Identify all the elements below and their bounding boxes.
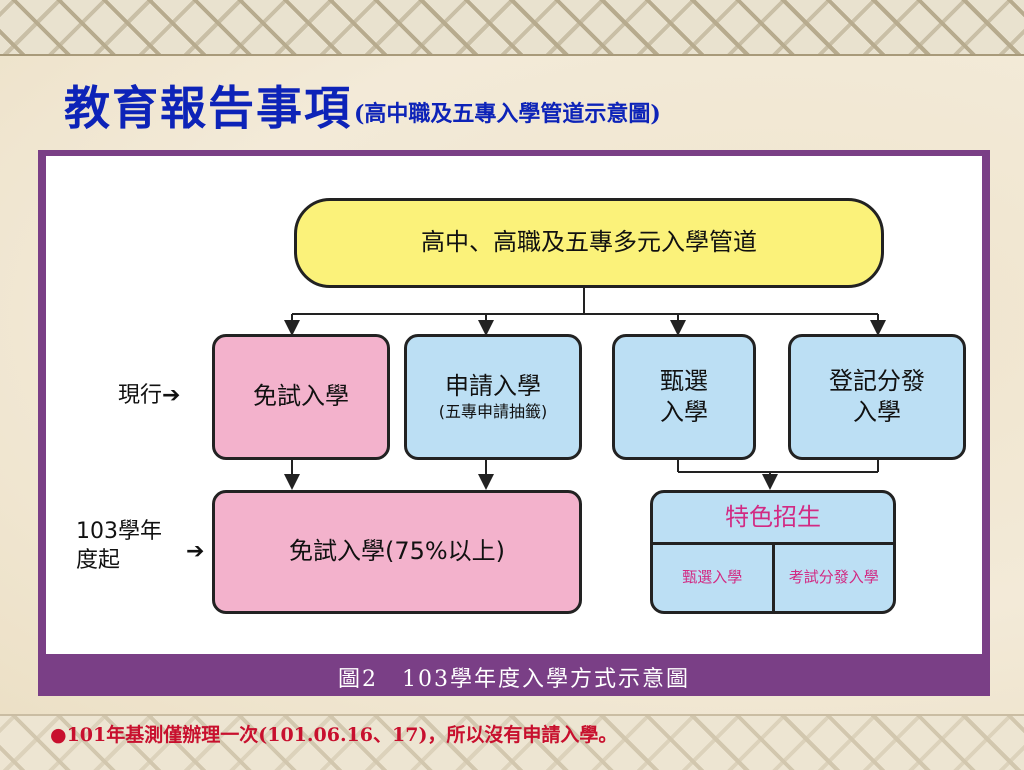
diagram-canvas: 高中、高職及五專多元入學管道 免試入學 申請入學 (五專申請抽籤) 甄選 入學 … <box>46 156 982 654</box>
node-select-label-line1: 甄選 <box>660 366 708 395</box>
node-special-select: 甄選入學 <box>682 568 743 587</box>
node-special-options: 甄選入學 考試分發入學 <box>653 545 893 611</box>
node-root-label: 高中、高職及五專多元入學管道 <box>421 228 757 257</box>
slide-title-area: 教育報告事項 (高中職及五專入學管道示意圖) <box>64 66 661 136</box>
node-special-exam: 考試分發入學 <box>771 545 894 611</box>
node-root: 高中、高職及五專多元入學管道 <box>294 198 884 288</box>
node-select: 甄選 入學 <box>612 334 756 460</box>
node-exam-free-103: 免試入學(75%以上) <box>212 490 582 614</box>
node-exam-free: 免試入學 <box>212 334 390 460</box>
arrow-right-icon: ➔ <box>186 539 205 564</box>
node-register-label-line2: 入學 <box>853 398 901 426</box>
diagram-figure: 高中、高職及五專多元入學管道 免試入學 申請入學 (五專申請抽籤) 甄選 入學 … <box>38 150 990 696</box>
node-register: 登記分發 入學 <box>788 334 966 460</box>
node-special: 特色招生 甄選入學 考試分發入學 <box>650 490 896 614</box>
decorative-border-top <box>0 0 1024 56</box>
slide-subtitle: (高中職及五專入學管道示意圖) <box>354 101 661 127</box>
arrow-right-icon: ➔ <box>162 383 181 408</box>
node-register-label-line1: 登記分發 <box>829 366 925 395</box>
node-select-label-line2: 入學 <box>660 398 708 426</box>
node-exam-free-103-label: 免試入學(75%以上) <box>288 537 506 566</box>
label-current-text: 現行 <box>118 383 163 408</box>
label-from-103-line2: 度起 <box>76 547 121 573</box>
label-from-103: 103學年 度起 <box>76 518 162 575</box>
label-current: 現行➔ <box>118 382 180 411</box>
decorative-border-bottom <box>0 714 1024 770</box>
node-apply: 申請入學 (五專申請抽籤) <box>404 334 582 460</box>
node-exam-free-label: 免試入學 <box>253 382 349 411</box>
node-apply-note: (五專申請抽籤) <box>438 402 548 422</box>
slide-title: 教育報告事項 <box>64 81 352 135</box>
connector-lines <box>284 288 886 490</box>
node-apply-label: 申請入學 <box>445 372 541 400</box>
diagram-caption: 圖2 103學年度入學方式示意圖 <box>338 667 690 692</box>
slide-footnote: ●101年基測僅辦理一次(101.06.16、17)，所以沒有申請入學。 <box>50 723 618 746</box>
node-special-label: 特色招生 <box>653 493 893 545</box>
label-from-103-line1: 103學年 <box>76 519 162 544</box>
